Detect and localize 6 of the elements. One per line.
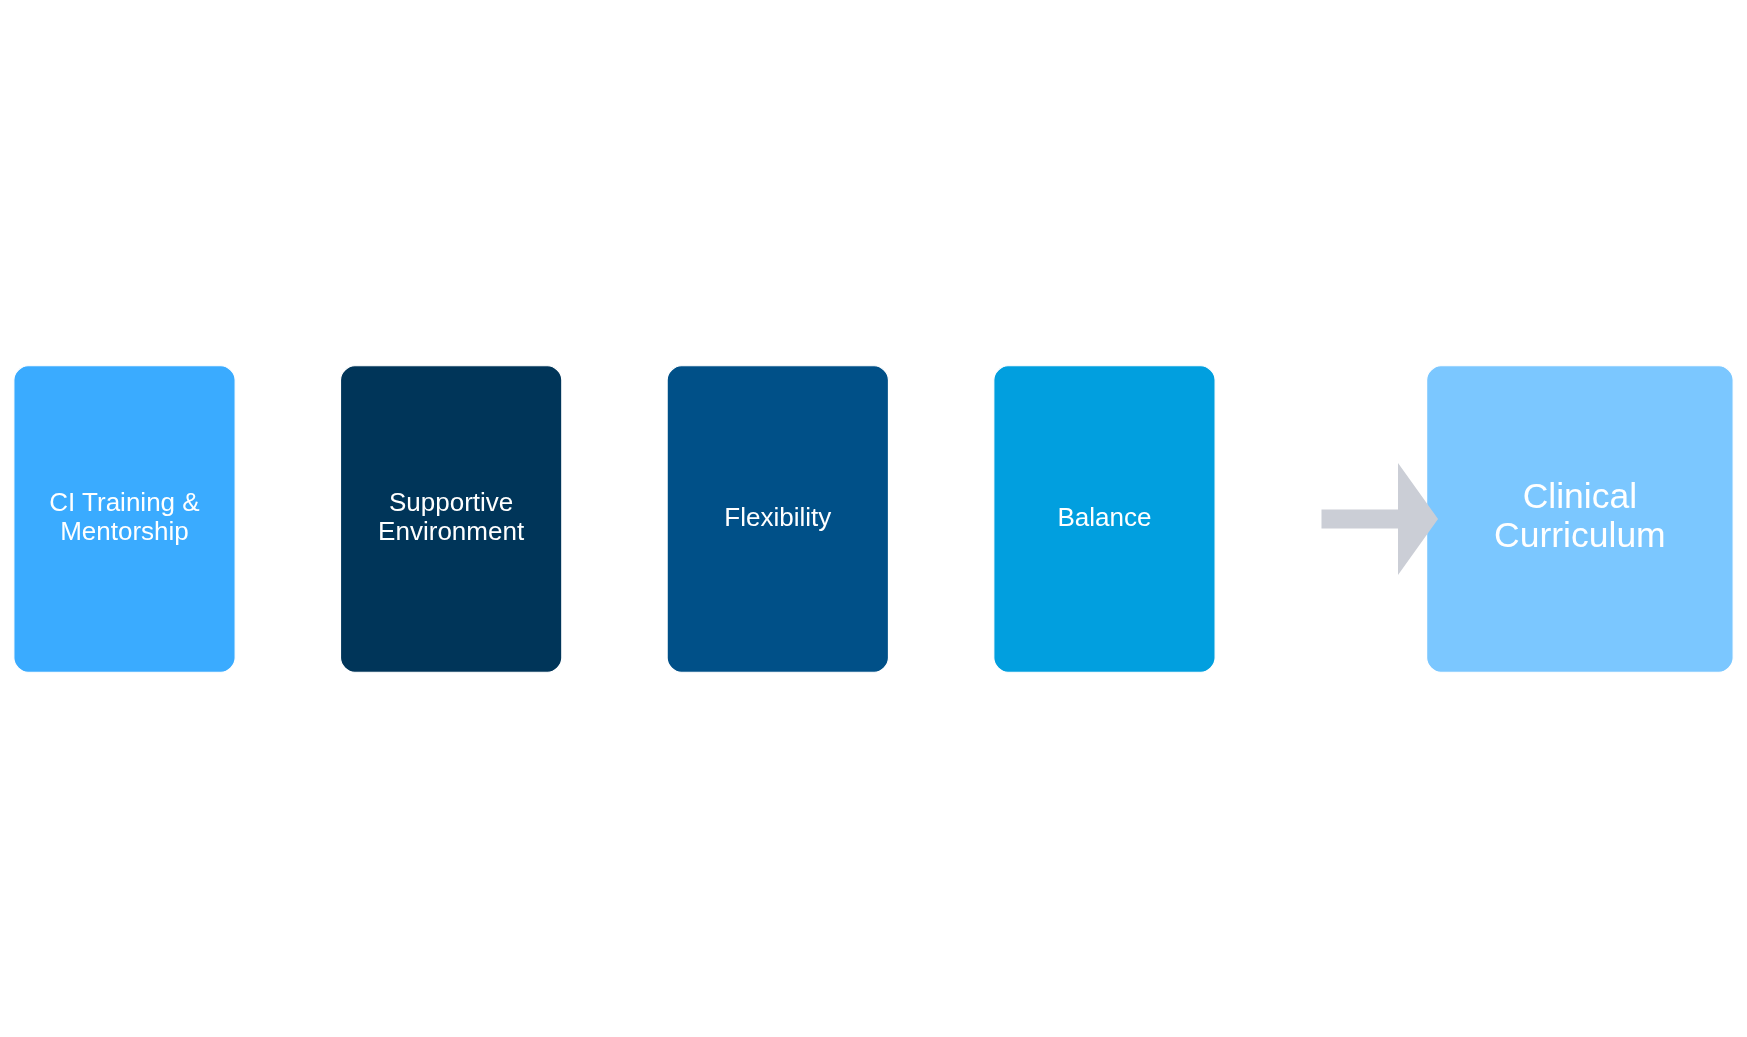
arrow (1321, 462, 1439, 575)
node-box: Flexibility (666, 364, 890, 673)
node-box: Balance (993, 364, 1216, 673)
node-box: Clinical Curriculum (1426, 364, 1734, 673)
node-box: Supportive Environment (339, 364, 563, 673)
node-box: CI Training & Mentorship (13, 364, 236, 673)
